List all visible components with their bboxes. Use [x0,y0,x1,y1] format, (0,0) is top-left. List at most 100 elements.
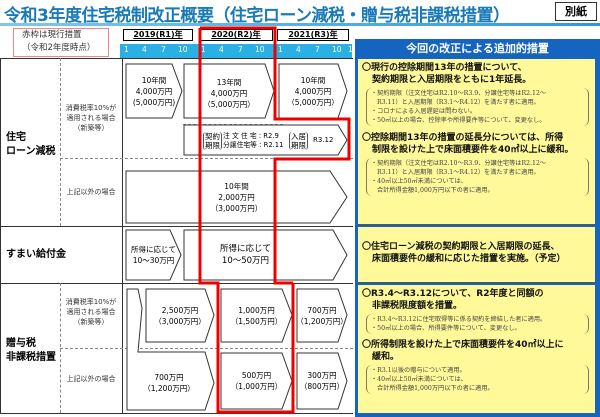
attachment-label: 別紙 [555,2,597,21]
panel-divider [358,283,595,284]
month-tick: 10 [332,45,342,54]
measure-main: 〇住宅ローン減税の契約期限と入居期限の延長、 床面積要件の緩和に応じた措置を実施… [362,241,591,265]
note-line: 合計所得金額1,000万円以下の者に適用。 [377,187,494,194]
note-line: R3.11）と入居期限（R3.1～R4.12）を満たす者に適用。 [377,169,540,176]
gift-case-other: 上記以外の場合 [60,374,122,384]
measure-main: 〇現行の控除期間13年の措置について、 契約期限と入居期限をともに1年延長。 [362,62,591,86]
measure-line: 〇所得制限を設けた上で床面積要件を40㎡以上に [362,340,564,350]
row-divider [0,226,353,227]
panel-heading: 今回の改正による追加的措置 [406,42,549,55]
note-line: ・コロナによる入居遅延は問わない。 [371,108,477,115]
dotted-divider [60,58,61,226]
measure-line: 床面積要件の緩和に応じた措置を実施。（予定） [372,254,566,264]
measure-notes: ・R3.4～R3.12に住宅取得等に係る契約を締結した者に適用。 ・50㎡以上の… [366,314,589,334]
arrow-gift-a3: 700万円 （1,200万円） [296,288,348,343]
move-in-deadline-label: 入居 期限 [289,132,308,150]
arrow-text: 300万円 [307,371,337,380]
note-line: ・50㎡以上の場合、控除率や所得要件等について、変更なし。 [371,117,546,124]
month-tick: 1 [201,45,206,54]
measure-notes: ・契約期限（注文住宅はR2.10～R3.9、分譲住宅等はR2.12～ R3.11… [366,88,589,126]
measure-line: 緩和。 [372,352,400,362]
arrow-sumai-2020: 所得に応じて 10～50万円 [183,229,348,281]
gift-case-consumption-tax-10: 消費税率10%が 適用される場合 （新築等） [60,297,122,327]
arrow-text: 4,000万円 [210,89,248,98]
month-tick: 4 [219,45,224,54]
grid-border [122,58,123,413]
year-2019: 2019(R1)年 [123,29,193,41]
arrow-text: 10～50万円 [221,256,270,266]
arrow-gift-a2: 1,000万円 （1,500万円） [220,288,293,343]
legend-box: 赤枠は現行措置 （令和2年度時点） [13,28,109,57]
arrow-text: 13年間 [216,78,242,87]
category-line: 住宅 [6,132,26,143]
arrow-text: （1,200万円） [296,316,348,326]
timeline-grid [0,58,353,413]
month-tick: 4 [296,45,301,54]
month-tick: 7 [161,45,166,54]
note-line: ・40㎡以上50㎡未満については、 [371,178,467,185]
note-line: ・50㎡以上の場合、所得要件等について、変更なし。 [371,325,521,332]
measure-line: 〇現行の控除期間13年の措置について、 [362,63,527,73]
note-line: 合計所得金額1,000万円以下の者に適用。 [377,385,494,392]
measure-line: 〇住宅ローン減税の契約期限と入居期限の延長、 [362,242,560,252]
sumai-measures: 〇住宅ローン減税の契約期限と入居期限の延長、 床面積要件の緩和に応じた措置を実施… [358,227,595,282]
legend-line1: 赤枠は現行措置 [22,30,82,40]
label-line: 期限 [291,141,306,150]
arrow-gift-b1: 700万円 （1,200万円） [128,355,210,410]
arrow-loan-2021: 10年間 4,000万円 （5,000万円） [278,63,348,119]
panel-divider [358,225,595,226]
case-line: 消費税率10%が [65,104,117,112]
arrow-text: 所得に応じて [219,244,271,254]
label-line: 契約 [205,132,220,141]
measure-line: 〇R3.4～R3.12について、R2年度と同額の [362,289,544,299]
case-line: 消費税率10%が [65,298,117,306]
note-line: ・契約期限（注文住宅はR2.10～R3.9、分譲住宅等はR2.12～ [371,160,547,167]
month-tick: 4 [142,45,147,54]
case-other: 上記以外の場合 [60,187,122,197]
arrow-text: 所得に応じて [131,245,176,254]
arrow-text: 4,000万円 [135,86,173,96]
arrow-gift-a1: 2,500万円 （3,000万円） [145,288,215,343]
note-line: ・40㎡以上50㎡未満については、 [371,376,467,383]
arrow-loan-2019: 10年間 4,000万円 (5,000万円) [125,63,183,119]
arrow-sumai-2019: 所得に応じて 10～30万円 [125,229,182,281]
case-line: 適用される場合 [66,114,116,122]
case-line: 適用される場合 [66,308,116,316]
title-underline [0,23,600,26]
contract-deadline-values: 注 文 住 宅 : R2.9 分譲住宅等 : R2.11 [223,132,283,150]
case-line: （新築等） [73,318,109,326]
measure-notes: ・R3.1以後の贈与について適用。 ・40㎡以上50㎡未満については、 合計所得… [366,365,589,394]
arrow-text: (5,000万円) [132,97,176,107]
category-sumai: すまい給付金 [6,249,66,260]
arrow-text: （5,000万円） [287,97,339,107]
category-housing-loan: 住宅 ローン減税 [6,131,56,159]
category-line: 贈与税 [6,338,36,349]
measure-line: 制限を設けた上で床面積要件を40㎡以上に緩和。 [372,145,574,155]
case-line: 上記以外の場合 [66,375,116,383]
arrow-text: （800万円） [299,382,345,391]
title-bar: 令和3年度住宅税制改正概要（住宅ローン減税・贈与税非課税措置） 別紙 [0,0,600,26]
arrow-text: （1,500万円） [230,316,283,326]
measure-line: 〇控除期間13年の措置の延長分については、所得 [362,133,564,143]
arrow-text: 10年間 [300,75,326,85]
arrow-text: 2,000万円 [218,192,255,202]
contract-deadline-label: 契約 期限 [203,132,222,150]
arrow-text: 500万円 [241,371,272,380]
note-line: ・契約期限（注文住宅はR2.10～R3.9、分譲住宅等はR2.12～ [371,90,547,97]
arrow-text: （1,200万円） [143,383,195,393]
month-timeline-bar: 1 4 7 10 1 4 7 10 1 4 7 10 1 [120,44,353,58]
arrow-text: （5,000万円） [203,100,255,109]
arrow-text: （3,000万円） [210,203,263,213]
arrow-text: （1,000万円） [230,382,283,391]
measure-line: 非課税限度額を措置。 [372,301,463,311]
measure-line: 契約期限と入居期限をともに1年延長。 [372,75,532,85]
category-gift-tax: 贈与税 非課税措置 [6,337,56,365]
note-line: ・R3.1以後の贈与について適用。 [371,367,466,374]
grid-border [0,58,1,413]
measure-main: 〇控除期間13年の措置の延長分については、所得 制限を設けた上で床面積要件を40… [362,132,591,156]
note-line: R3.11）と入居期限（R3.1～R4.12）を満たす者に適用。 [377,99,540,106]
measure-notes: ・契約期限（注文住宅はR2.10～R3.9、分譲住宅等はR2.12～ R3.11… [366,158,589,196]
deadline-box: 契約 期限 注 文 住 宅 : R2.9 分譲住宅等 : R2.11 入居 期限… [183,124,348,156]
arrow-text: 700万円 [154,372,184,382]
month-tick: 10 [255,45,265,54]
